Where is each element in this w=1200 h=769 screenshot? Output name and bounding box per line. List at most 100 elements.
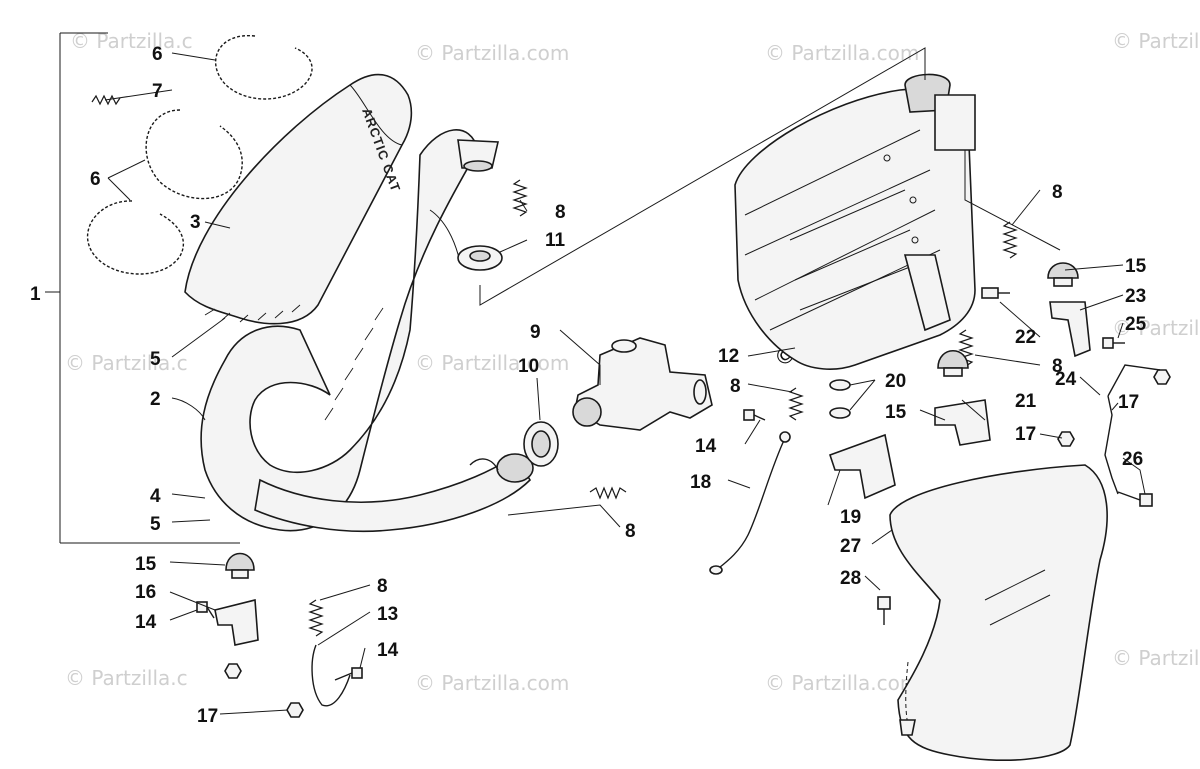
washer-20 [829, 379, 851, 419]
callout-21: 21 [1015, 391, 1037, 412]
callout-22: 22 [1015, 327, 1036, 348]
bolt-14 [196, 601, 215, 619]
spring-hook-13 [311, 644, 351, 707]
callout-24: 24 [1055, 369, 1077, 390]
bolt-25 [1102, 337, 1125, 349]
rubber-mount-15 [225, 552, 255, 579]
watermark: © Partzilla.com [415, 671, 569, 695]
callout-5: 5 [150, 514, 161, 535]
callout-5: 5 [150, 349, 161, 370]
seal-ring-upper [214, 35, 313, 100]
watermark: © Partzilla.c [1112, 316, 1200, 340]
assembly-bracket [45, 32, 240, 544]
silencer-box [734, 73, 976, 370]
callout-27: 27 [840, 536, 861, 557]
nut-17 [1153, 369, 1171, 385]
rubber-mount-15 [937, 350, 969, 377]
bolt-26 [1117, 491, 1153, 507]
nut-17 [286, 702, 304, 718]
callout-8: 8 [1052, 356, 1063, 377]
bolt-14 [743, 409, 766, 421]
silencer-bracket [903, 254, 951, 332]
callout-8: 8 [1052, 182, 1063, 203]
ground-strap-18 [713, 437, 786, 573]
callout-15: 15 [135, 554, 157, 575]
nut-17 [224, 663, 242, 679]
mount-bracket-19 [828, 433, 896, 500]
callout-26: 26 [1122, 449, 1143, 470]
callout-20: 20 [885, 371, 906, 392]
callout-6: 6 [152, 44, 163, 65]
callout-18: 18 [690, 472, 711, 493]
callout-19: 19 [840, 507, 861, 528]
routing-leader-line [479, 47, 926, 306]
bolt-14 [334, 667, 363, 681]
callout-28: 28 [840, 568, 861, 589]
callout-14: 14 [135, 612, 157, 633]
callout-2: 2 [150, 389, 161, 410]
callout-15: 15 [1125, 256, 1147, 277]
mount-bracket-21 [934, 399, 991, 446]
callout-1: 1 [30, 284, 41, 305]
callout-25: 25 [1125, 314, 1147, 335]
heat-shield-tab [899, 719, 916, 736]
callout-15: 15 [885, 402, 907, 423]
callout-11: 11 [545, 230, 566, 251]
callout-10: 10 [518, 356, 539, 377]
callout-7: 7 [152, 81, 163, 102]
seal-ring-middle [145, 109, 243, 200]
spring-8 [308, 599, 324, 637]
callout-8: 8 [730, 376, 741, 397]
nut-17 [1057, 431, 1075, 447]
watermark: © Partzilla.c [65, 351, 188, 375]
callout-3: 3 [190, 212, 201, 233]
muffler-canister: ARCTIC CAT [184, 73, 413, 325]
spring-8 [512, 179, 528, 217]
callout-12: 12 [718, 346, 739, 367]
bolt-28 [877, 596, 891, 625]
callout-8: 8 [377, 576, 388, 597]
callout-17: 17 [197, 706, 218, 727]
callout-13: 13 [377, 604, 398, 625]
callout-23: 23 [1125, 286, 1146, 307]
watermark: © Partzilla.com [765, 671, 919, 695]
callout-14: 14 [377, 640, 399, 661]
heat-shield [889, 464, 1108, 761]
exhaust-pipe [200, 129, 479, 532]
exhaust-manifold [572, 337, 713, 431]
watermark: © Partzilla.c [1112, 646, 1200, 670]
seal-ring-10 [523, 421, 559, 467]
callout-17: 17 [1118, 392, 1139, 413]
spring-8 [589, 486, 627, 500]
callout-4: 4 [150, 486, 161, 507]
bolt-22 [981, 287, 1010, 299]
callout-6: 6 [90, 169, 101, 190]
support-rod-24 [1104, 364, 1161, 495]
silencer-mount-bracket [934, 94, 976, 151]
watermark: © Partzilla.com [415, 351, 569, 375]
seal-ring-lower [86, 200, 185, 275]
callout-8: 8 [555, 202, 566, 223]
spring-8 [788, 387, 804, 421]
head-pipe [254, 453, 534, 533]
callout-9: 9 [530, 322, 541, 343]
routing-leader-line [964, 150, 1061, 251]
rubber-mount-15 [1047, 262, 1079, 287]
callout-16: 16 [135, 582, 156, 603]
callout-labels: 1 2 3 4 5 5 6 6 7 8 8 8 8 8 8 9 10 11 12… [30, 44, 1147, 727]
watermark: © Partzilla.com [415, 41, 569, 65]
callout-14: 14 [695, 436, 717, 457]
watermark: © Partzilla.c [1112, 29, 1200, 53]
mount-bracket-16 [214, 598, 259, 646]
watermark: © Partzilla.com [765, 41, 919, 65]
pipe-clamp-top [457, 139, 499, 172]
leader-lines [104, 52, 1146, 715]
callout-17: 17 [1015, 424, 1036, 445]
spring-8 [1002, 221, 1018, 259]
callout-8: 8 [625, 521, 636, 542]
watermark: © Partzilla.c [65, 666, 188, 690]
mount-bracket-23 [1049, 301, 1091, 358]
rubber-grommet-11 [457, 245, 503, 271]
